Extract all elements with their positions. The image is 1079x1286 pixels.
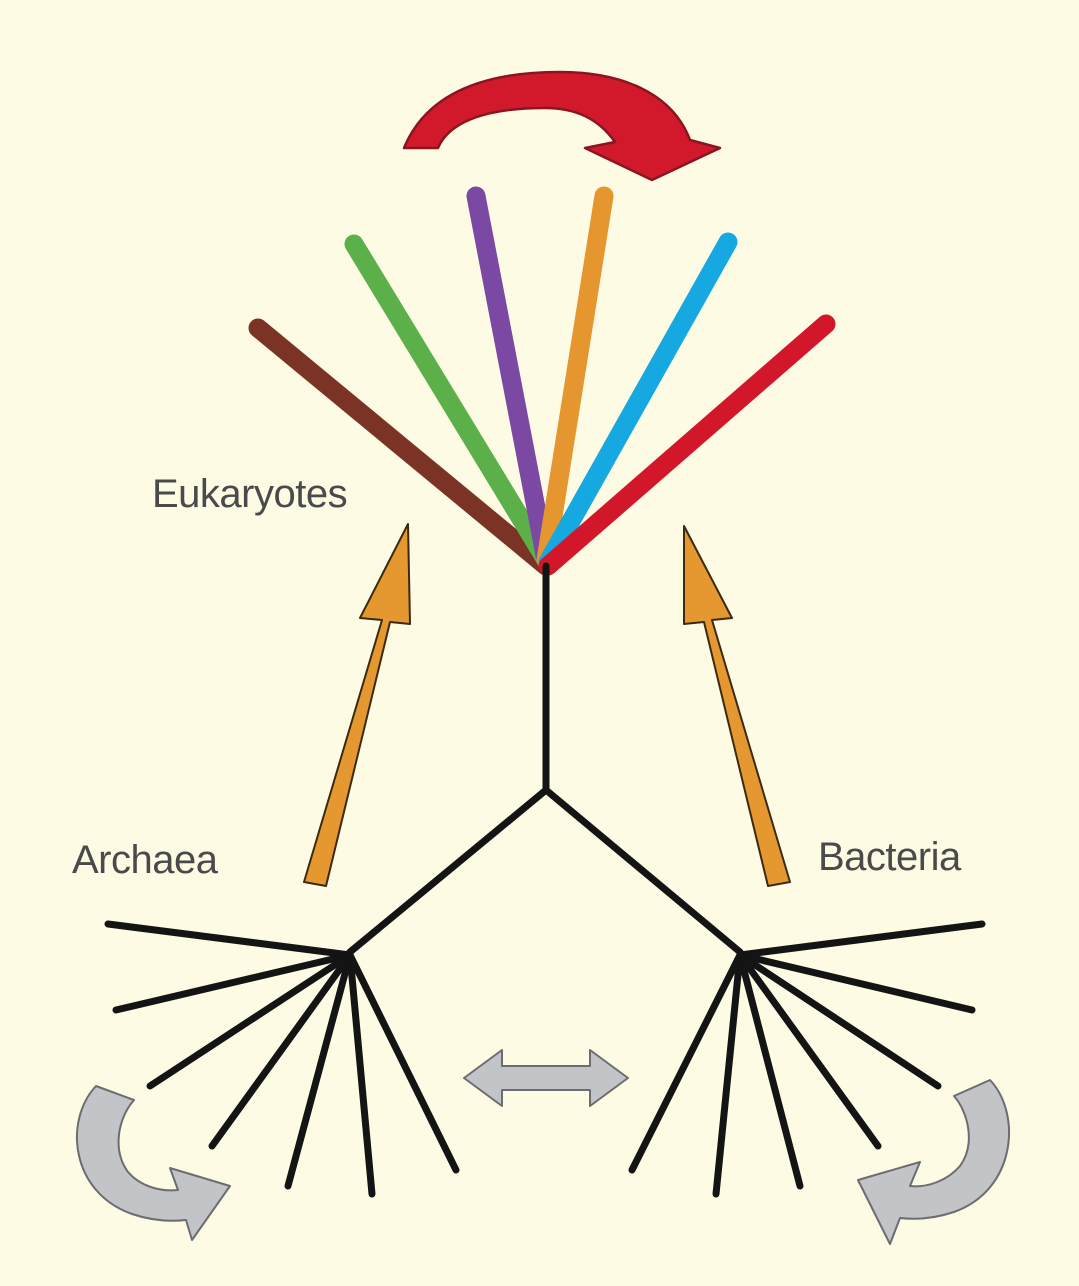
archaea-stem bbox=[346, 786, 550, 956]
bacteria-branch bbox=[736, 920, 986, 959]
curved-arrow-gray-right-icon bbox=[857, 1079, 1010, 1245]
bacteria-branches bbox=[628, 920, 986, 1198]
bacteria-branch bbox=[736, 951, 942, 1090]
eukaryotes-label: Eukaryotes bbox=[152, 472, 348, 516]
archaea-branch bbox=[146, 951, 354, 1090]
branch-red bbox=[538, 314, 836, 576]
eukaryote-branches bbox=[248, 186, 836, 576]
branch-green bbox=[344, 234, 556, 570]
archaea-branch bbox=[104, 920, 354, 959]
archaea-branches bbox=[104, 920, 460, 1198]
archaea-branch bbox=[284, 951, 354, 1190]
branch-blue bbox=[538, 232, 738, 572]
archaea-branch bbox=[112, 951, 354, 1014]
bacteria-branch bbox=[736, 951, 804, 1190]
tree-trunk bbox=[346, 562, 744, 956]
bacteria-branch bbox=[712, 951, 744, 1198]
branch-brown bbox=[248, 318, 556, 576]
archaea-branch bbox=[346, 951, 460, 1174]
bacteria-branch bbox=[736, 951, 882, 1150]
archaea-branch bbox=[208, 951, 354, 1150]
bacteria-stem bbox=[542, 786, 744, 956]
bacteria-branch bbox=[628, 951, 744, 1174]
bacteria-label: Bacteria bbox=[818, 835, 961, 879]
double-arrow-gray-icon bbox=[463, 1049, 629, 1107]
curved-arrow-red-icon bbox=[402, 70, 722, 182]
archaea-label: Archaea bbox=[72, 838, 218, 882]
branch-orange bbox=[536, 186, 614, 570]
arrow-up-orange-left-icon bbox=[303, 523, 411, 887]
archaea-branch bbox=[346, 951, 376, 1198]
branch-purple bbox=[466, 186, 556, 570]
curved-arrow-gray-left-icon bbox=[76, 1085, 231, 1241]
bacteria-branch bbox=[736, 951, 976, 1014]
arrow-up-orange-right-icon bbox=[683, 525, 791, 887]
